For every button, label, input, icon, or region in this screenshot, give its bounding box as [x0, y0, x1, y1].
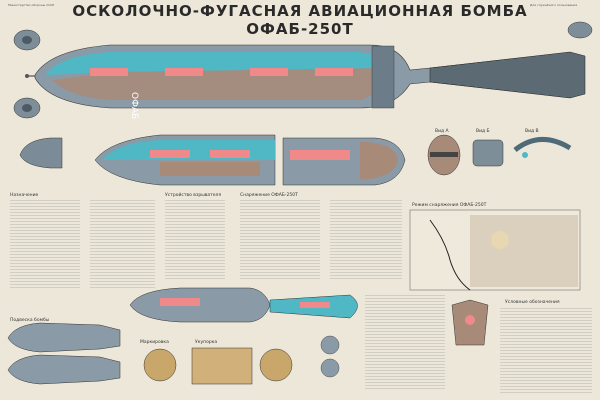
section-right: Условные обозначения — [505, 300, 560, 305]
section-general: Назначение — [10, 193, 39, 198]
section-bottom-3: Укупорка — [195, 340, 218, 345]
text-block-4 — [240, 200, 320, 280]
section-bottom-1: Подвеска бомбы — [10, 318, 50, 323]
body-marking: ОФАБ — [129, 92, 139, 119]
header-left: Министерство обороны СССР — [8, 3, 55, 7]
trajectory-chart — [409, 209, 581, 291]
legend-lines — [365, 295, 445, 390]
fuse-details — [427, 134, 572, 176]
text-block-right — [500, 308, 592, 393]
fuse-label-a: Вид А — [435, 128, 450, 134]
text-block-2 — [90, 200, 155, 290]
end-views — [13, 21, 593, 119]
text-block-general — [10, 200, 80, 290]
header-right: Для служебного пользования — [530, 3, 578, 7]
bottom-bombs — [7, 287, 489, 385]
section-detail-2: Снаряжение ОФАБ-250Т — [240, 193, 298, 198]
section-detail-1: Устройство взрывателя — [165, 193, 222, 198]
poster-title: ОСКОЛОЧНО-ФУГАСНАЯ АВИАЦИОННАЯ БОМБА ОФА… — [72, 2, 528, 38]
text-block-3 — [165, 200, 225, 280]
main-bomb — [25, 44, 586, 109]
section-bottom-2: Маркировка — [140, 340, 169, 345]
chart-title: Режим снаряжения ОФАБ-250Т — [412, 203, 487, 208]
text-block-5 — [330, 200, 402, 280]
cross-section-row — [19, 134, 406, 186]
fuse-label-b: Вид Б — [476, 128, 490, 134]
fuse-label-c: Вид В — [525, 128, 539, 134]
